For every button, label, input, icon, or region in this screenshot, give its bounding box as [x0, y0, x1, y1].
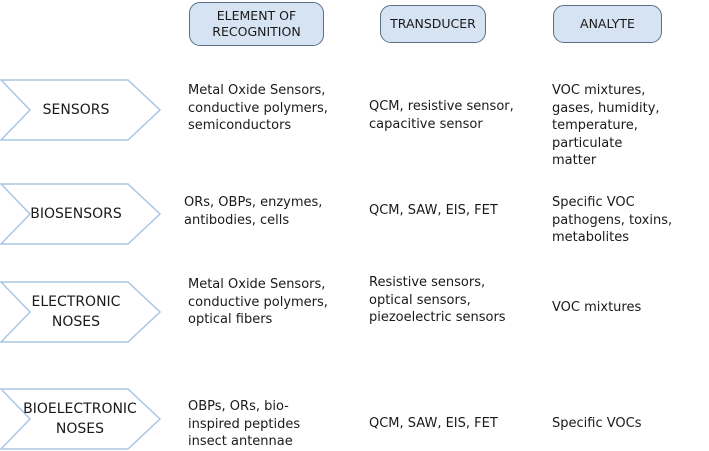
chevron-shape — [0, 281, 162, 343]
row-bioelectronic-noses-element: OBPs, ORs, bio- inspired peptides insect… — [188, 399, 301, 449]
row-label-text: BIOELECTRONIC NOSES — [23, 401, 137, 437]
row-electronic-noses-analyte: VOC mixtures — [552, 300, 642, 315]
row-bioelectronic-noses-transducer: QCM, SAW, EIS, FET — [369, 416, 498, 431]
header-transducer: TRANSDUCER — [380, 5, 486, 43]
row-biosensors-element: ORs, OBPs, enzymes, antibodies, cells — [184, 195, 323, 228]
header-element-of-recognition: ELEMENT OF RECOGNITION — [189, 2, 324, 46]
row-label-electronic-noses: ELECTRONIC NOSES — [0, 281, 162, 343]
row-electronic-noses-element: Metal Oxide Sensors, conductive polymers… — [188, 277, 328, 327]
row-sensors-analyte: VOC mixtures, gases, humidity, temperatu… — [552, 83, 660, 168]
row-sensors-transducer: QCM, resistive sensor, capacitive sensor — [369, 99, 514, 132]
chevron-shape — [0, 388, 162, 450]
row-label-bioelectronic-noses: BIOELECTRONIC NOSES — [0, 388, 162, 450]
row-label-text: BIOSENSORS — [30, 206, 122, 222]
chevron-shape — [0, 183, 162, 245]
row-electronic-noses-transducer: Resistive sensors, optical sensors, piez… — [369, 275, 506, 325]
chevron-shape — [0, 79, 162, 141]
row-bioelectronic-noses-analyte: Specific VOCs — [552, 416, 642, 431]
row-label-biosensors: BIOSENSORS — [0, 183, 162, 245]
row-label-sensors: SENSORS — [0, 79, 162, 141]
row-biosensors-transducer: QCM, SAW, EIS, FET — [369, 203, 498, 218]
row-label-text: SENSORS — [42, 102, 110, 118]
row-biosensors-analyte: Specific VOC pathogens, toxins, metaboli… — [552, 195, 673, 245]
row-label-text: ELECTRONIC NOSES — [31, 294, 121, 330]
row-sensors-element: Metal Oxide Sensors, conductive polymers… — [188, 83, 328, 133]
header-analyte: ANALYTE — [553, 5, 662, 43]
